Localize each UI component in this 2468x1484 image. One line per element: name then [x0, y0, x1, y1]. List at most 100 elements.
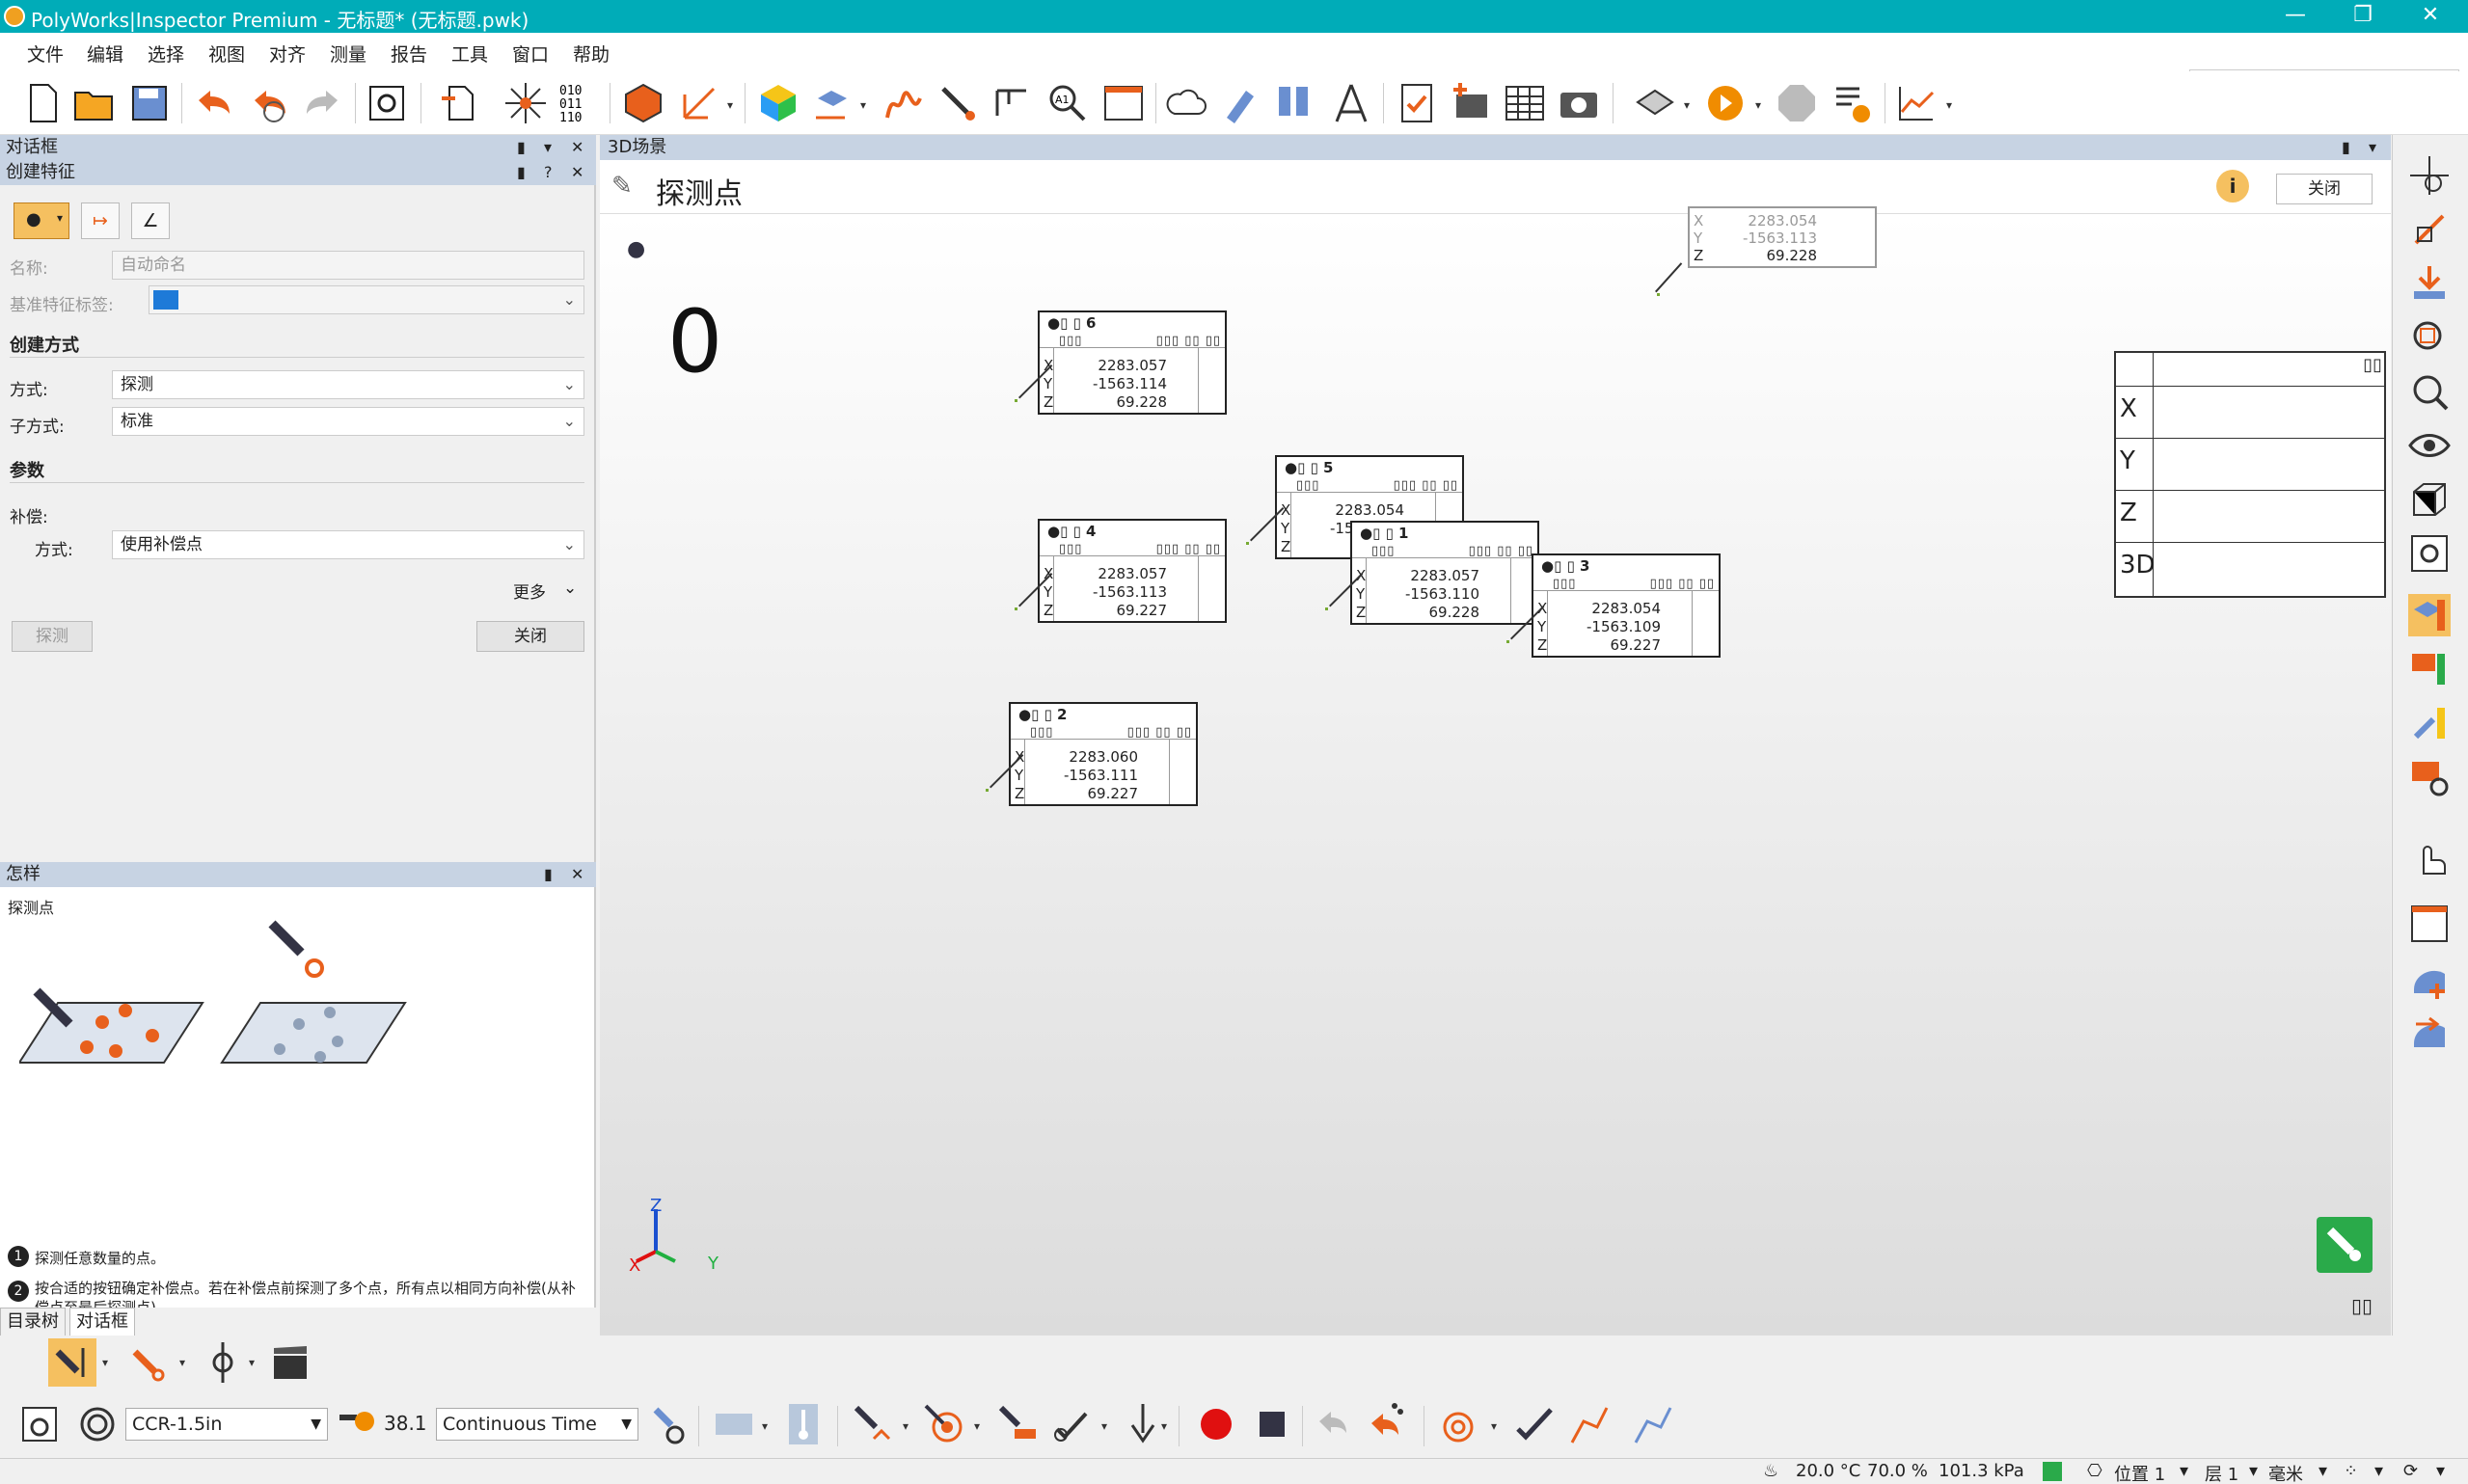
tab-tree[interactable]: 目录树 — [0, 1308, 66, 1336]
menu-tools[interactable]: 工具 — [451, 44, 489, 66]
unit-dropdown-icon[interactable]: ▾ — [2319, 1461, 2328, 1481]
point-type-button[interactable]: ● ▾ — [14, 202, 69, 239]
probe-tool-icon[interactable] — [934, 79, 982, 127]
pan-zoom-icon[interactable] — [2408, 154, 2451, 197]
graph-dropdown-icon[interactable]: ▾ — [1946, 98, 1953, 112]
zoom-select-icon[interactable] — [2408, 370, 2451, 413]
stop-record-icon[interactable] — [1248, 1400, 1296, 1448]
camera-icon[interactable] — [1555, 79, 1603, 127]
probe-down-icon[interactable] — [1119, 1400, 1167, 1448]
expand-more-icon[interactable]: ⌄ — [563, 579, 578, 598]
minimize-button[interactable]: — — [2285, 3, 2306, 27]
table-icon[interactable] — [1501, 79, 1549, 127]
scene-close-button[interactable]: 关闭 — [2276, 174, 2373, 204]
color-cube-icon[interactable] — [754, 79, 802, 127]
menu-select[interactable]: 选择 — [148, 44, 185, 66]
settings-icon[interactable] — [363, 79, 411, 127]
menu-window[interactable]: 窗口 — [512, 44, 550, 66]
undo-points-icon[interactable] — [1362, 1400, 1410, 1448]
refresh-dropdown-icon[interactable]: ▾ — [2436, 1461, 2446, 1481]
export-dropdown-icon[interactable]: ▾ — [1684, 98, 1691, 112]
probe-home-dropdown-icon[interactable]: ▾ — [903, 1419, 909, 1433]
point-dropdown-icon[interactable]: ▾ — [57, 211, 64, 225]
method-select[interactable]: 探测⌄ — [112, 370, 584, 399]
ccr-icon[interactable] — [73, 1400, 122, 1448]
probe-orange-dropdown-icon[interactable]: ▾ — [179, 1356, 186, 1369]
eye-icon[interactable] — [2408, 424, 2451, 467]
scene-menu-icon[interactable]: ▾ — [2369, 138, 2377, 156]
grid-points-icon[interactable] — [808, 79, 856, 127]
probe-mode-icon[interactable] — [48, 1338, 96, 1387]
target-probe-dropdown-icon[interactable]: ▾ — [974, 1419, 981, 1433]
compass-draw-icon[interactable] — [1327, 79, 1375, 127]
probe-down-dropdown-icon[interactable]: ▾ — [1161, 1419, 1168, 1433]
pin-icon[interactable]: ▮ — [2342, 138, 2350, 156]
arm-icon[interactable] — [1628, 1400, 1676, 1448]
callout-point-1[interactable]: ●▯ ▯ 1▯▯▯▯▯▯ ▯▯ ▯▯X2283.057Y-1563.110Z69… — [1350, 521, 1539, 625]
layer-dropdown-icon[interactable]: ▾ — [2249, 1461, 2259, 1481]
panel-close-icon[interactable]: ✕ — [571, 138, 584, 156]
pause-icon[interactable]: ▯▯ — [2351, 1294, 2373, 1317]
record-icon[interactable] — [1192, 1400, 1240, 1448]
info-icon[interactable]: i — [2216, 170, 2249, 202]
download-icon[interactable] — [2408, 262, 2451, 305]
multi-target-icon[interactable] — [1437, 1400, 1485, 1448]
undo-icon[interactable] — [189, 79, 237, 127]
panel-close-icon[interactable]: ✕ — [571, 865, 584, 883]
box-view-icon[interactable] — [2408, 478, 2451, 521]
refresh-icon[interactable]: ⟳ — [2403, 1461, 2419, 1481]
menu-view[interactable]: 视图 — [208, 44, 246, 66]
add-snapshot-icon[interactable] — [1447, 79, 1495, 127]
sequence-play-icon[interactable] — [1829, 79, 1877, 127]
export-report-icon[interactable] — [1630, 79, 1678, 127]
ruler-probe-icon[interactable] — [993, 1400, 1042, 1448]
angle-icon[interactable]: ∠ — [131, 202, 170, 239]
target-probe-icon[interactable] — [920, 1400, 968, 1448]
thermometer-icon[interactable] — [779, 1400, 827, 1448]
undo-history-icon[interactable] — [245, 79, 293, 127]
unit-selector[interactable]: 毫米 — [2268, 1465, 2303, 1484]
probe-button[interactable]: 探测 — [12, 621, 93, 652]
scanner-icon[interactable] — [1217, 79, 1265, 127]
probe-target-icon[interactable] — [199, 1338, 247, 1387]
checklist-icon[interactable] — [1393, 79, 1441, 127]
transform-dropdown-icon[interactable]: ▾ — [727, 98, 734, 112]
pin-icon[interactable]: ▮ — [544, 865, 553, 883]
environment-icon[interactable] — [710, 1400, 758, 1448]
check-probe-icon[interactable] — [1047, 1400, 1096, 1448]
undo-point-icon[interactable] — [1308, 1400, 1356, 1448]
datum-color-field[interactable]: ⌄ — [149, 285, 584, 314]
probe-orange-icon[interactable] — [125, 1338, 174, 1387]
validate-icon[interactable] — [1510, 1400, 1559, 1448]
add-shape-icon[interactable] — [2408, 960, 2451, 1003]
pin-icon[interactable]: ▮ — [517, 163, 526, 181]
compass-icon[interactable] — [502, 79, 550, 127]
close-dialog-button[interactable]: 关闭 — [476, 621, 584, 652]
play-icon[interactable] — [1701, 79, 1749, 127]
environment-dropdown-icon[interactable]: ▾ — [762, 1419, 769, 1433]
transform-icon[interactable] — [675, 79, 723, 127]
menu-measure[interactable]: 测量 — [330, 44, 367, 66]
cube-align-icon[interactable] — [619, 79, 667, 127]
menu-help[interactable]: 帮助 — [573, 44, 610, 66]
acquisition-mode-combo[interactable]: Continuous Time▼ — [436, 1408, 638, 1441]
distance-icon[interactable]: ↦ — [81, 202, 120, 239]
snap-dropdown-icon[interactable]: ▾ — [2374, 1461, 2384, 1481]
gauge-window-icon[interactable] — [1099, 79, 1148, 127]
panel-menu-icon[interactable]: ▾ — [544, 138, 553, 156]
new-file-icon[interactable] — [19, 79, 68, 127]
inspect-a1-icon[interactable]: A1 — [1044, 79, 1092, 127]
caliper-icon[interactable] — [990, 79, 1038, 127]
hand-pointer-icon[interactable] — [2408, 837, 2451, 879]
probe-view-icon[interactable] — [2408, 208, 2451, 251]
position-dropdown-icon[interactable]: ▾ — [2180, 1461, 2189, 1481]
menu-file[interactable]: 文件 — [27, 44, 65, 66]
device-icon[interactable] — [15, 1400, 64, 1448]
open-folder-icon[interactable] — [69, 79, 118, 127]
menu-align[interactable]: 对齐 — [269, 44, 307, 66]
submethod-select[interactable]: 标准⌄ — [112, 407, 584, 436]
cloud-icon[interactable] — [1163, 79, 1211, 127]
